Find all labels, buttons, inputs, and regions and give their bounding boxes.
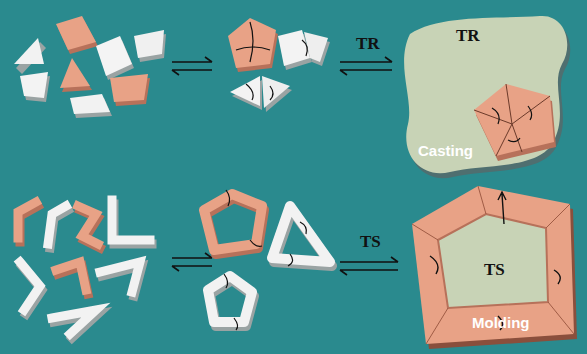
partial-frames bbox=[204, 190, 332, 330]
loose-pieces bbox=[14, 16, 166, 118]
casting-region: TR Casting bbox=[400, 14, 572, 176]
bond-marks bbox=[492, 106, 532, 142]
molding-region: TS Molding bbox=[408, 184, 578, 348]
loose-frame-pieces bbox=[18, 200, 152, 338]
temperature-label: TR bbox=[356, 34, 380, 54]
temperature-label: TR bbox=[456, 26, 480, 46]
temperature-label: TS bbox=[484, 260, 505, 280]
process-name: Casting bbox=[418, 142, 473, 159]
equilibrium-arrows bbox=[172, 57, 398, 275]
casting-blob bbox=[404, 16, 567, 173]
mold-cavity bbox=[438, 214, 548, 308]
partial-aggregates bbox=[228, 18, 330, 112]
temperature-label: TS bbox=[360, 232, 381, 252]
molding-frame bbox=[412, 186, 574, 344]
piece-seams bbox=[474, 84, 550, 156]
process-name: Molding bbox=[472, 314, 529, 331]
assembled-piece bbox=[474, 84, 554, 156]
bond-marks bbox=[430, 192, 560, 330]
frame-seams bbox=[412, 186, 574, 344]
